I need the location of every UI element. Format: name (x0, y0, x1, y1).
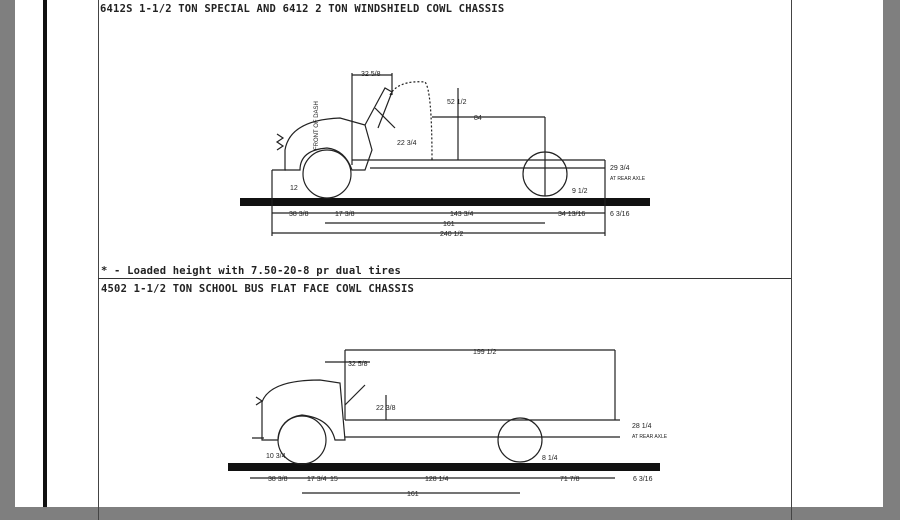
chassis-diagram-1 (240, 73, 650, 236)
svg-text:AT REAR AXLE: AT REAR AXLE (632, 434, 668, 440)
hood-fender (284, 117, 373, 171)
section1-title: 6412S 1-1/2 TON SPECIAL AND 6412 2 TON W… (100, 3, 505, 15)
svg-text:9 1/2: 9 1/2 (572, 188, 588, 195)
section2-title: 4502 1-1/2 TON SCHOOL BUS FLAT FACE COWL… (101, 283, 415, 295)
ground-line (240, 198, 650, 206)
front-wheel (302, 149, 352, 199)
svg-text:AT REAR AXLE: AT REAR AXLE (610, 176, 646, 182)
dimension-labels-2: 199 1/2 32 5/8 22 3/8 10 3/4 28 1/4 AT R… (266, 349, 668, 498)
rear-wheel (497, 417, 543, 463)
svg-text:17 3/8: 17 3/8 (335, 211, 355, 218)
svg-text:161: 161 (443, 221, 455, 228)
svg-text:10 3/4: 10 3/4 (266, 453, 286, 460)
svg-text:34 13/16: 34 13/16 (558, 211, 585, 218)
svg-text:6 3/16: 6 3/16 (610, 211, 630, 218)
svg-text:17 3/4: 17 3/4 (307, 476, 327, 483)
svg-text:38 3/8: 38 3/8 (268, 476, 288, 483)
svg-text:240 1/2: 240 1/2 (440, 231, 463, 238)
cab-outline (389, 81, 433, 161)
svg-text:22 3/4: 22 3/4 (397, 140, 417, 147)
svg-text:22 3/8: 22 3/8 (376, 405, 396, 412)
frame-rail (352, 159, 605, 169)
dash-label: FRONT OF DASH (314, 101, 320, 150)
frame-rail (345, 419, 620, 438)
svg-text:32 5/8: 32 5/8 (348, 361, 368, 368)
svg-text:128 1/4: 128 1/4 (425, 476, 448, 483)
chassis-diagram-2 (228, 349, 660, 494)
content-frame (98, 0, 792, 520)
svg-text:29 3/4: 29 3/4 (610, 165, 630, 172)
svg-text:28 1/4: 28 1/4 (632, 423, 652, 430)
binding-edge (43, 0, 47, 507)
dimension-labels-1: 32 5/8 52 1/2 84 22 3/4 12 29 3/4 AT REA… (289, 71, 646, 238)
footnote: * - Loaded height with 7.50-20-8 pr dual… (101, 265, 401, 277)
svg-text:143 3/4: 143 3/4 (450, 211, 473, 218)
svg-text:12: 12 (290, 185, 298, 192)
svg-text:199 1/2: 199 1/2 (473, 349, 496, 356)
svg-text:161: 161 (407, 491, 419, 498)
windshield-post (364, 87, 393, 129)
hood-fender (261, 379, 346, 441)
svg-text:52 1/2: 52 1/2 (447, 99, 467, 106)
svg-text:8 1/4: 8 1/4 (542, 455, 558, 462)
svg-text:6 3/16: 6 3/16 (633, 476, 653, 483)
svg-text:71 7/8: 71 7/8 (560, 476, 580, 483)
svg-text:84: 84 (474, 115, 482, 122)
chassis-drawings: 32 5/8 52 1/2 84 22 3/4 12 29 3/4 AT REA… (228, 71, 668, 498)
svg-text:15: 15 (330, 476, 338, 483)
svg-text:38 3/8: 38 3/8 (289, 211, 309, 218)
ground-line (228, 463, 660, 471)
svg-text:32 5/8: 32 5/8 (361, 71, 381, 78)
document-page (15, 0, 883, 507)
section-divider (98, 278, 791, 279)
